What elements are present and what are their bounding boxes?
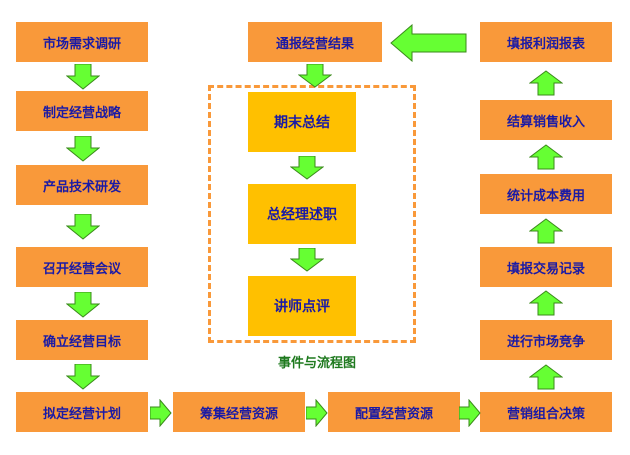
arrow-right-icon	[459, 399, 481, 427]
step-market-competition: 进行市场竞争	[480, 320, 612, 360]
step-raise-resources: 筹集经营资源	[173, 392, 305, 432]
arrow-left-icon	[390, 24, 467, 62]
step-strategy: 制定经营战略	[16, 91, 148, 131]
arrow-down-icon	[298, 64, 332, 88]
step-set-goals: 确立经营目标	[16, 320, 148, 360]
step-product-rd: 产品技术研发	[16, 165, 148, 205]
step-market-research: 市场需求调研	[16, 22, 148, 62]
arrow-down-icon	[290, 156, 324, 180]
arrow-down-icon	[66, 136, 100, 162]
step-draft-plan: 拟定经营计划	[16, 392, 148, 432]
arrow-up-icon	[529, 290, 563, 316]
step-cost-statistics: 统计成本费用	[480, 174, 612, 214]
arrow-up-icon	[529, 364, 563, 390]
arrow-right-icon	[150, 399, 172, 427]
arrow-down-icon	[66, 214, 100, 240]
arrow-right-icon	[306, 399, 328, 427]
arrow-up-icon	[529, 70, 563, 96]
step-report-results: 通报经营结果	[248, 22, 382, 62]
diagram-caption: 事件与流程图	[277, 356, 356, 371]
arrow-down-icon	[66, 364, 100, 390]
step-profit-report: 填报利润报表	[480, 22, 612, 62]
step-allocate-resources: 配置经营资源	[328, 392, 460, 432]
step-record-transactions: 填报交易记录	[480, 247, 612, 287]
step-settle-revenue: 结算销售收入	[480, 100, 612, 140]
period-end-group	[208, 85, 416, 343]
step-gm-report: 总经理述职	[248, 184, 356, 244]
step-period-summary: 期末总结	[248, 92, 356, 152]
step-marketing-decision: 营销组合决策	[480, 392, 612, 432]
arrow-up-icon	[529, 218, 563, 244]
step-instructor-review: 讲师点评	[248, 276, 356, 336]
arrow-down-icon	[66, 64, 100, 90]
arrow-down-icon	[66, 292, 100, 318]
arrow-up-icon	[529, 144, 563, 170]
arrow-down-icon	[290, 248, 324, 272]
step-business-meeting: 召开经营会议	[16, 247, 148, 287]
